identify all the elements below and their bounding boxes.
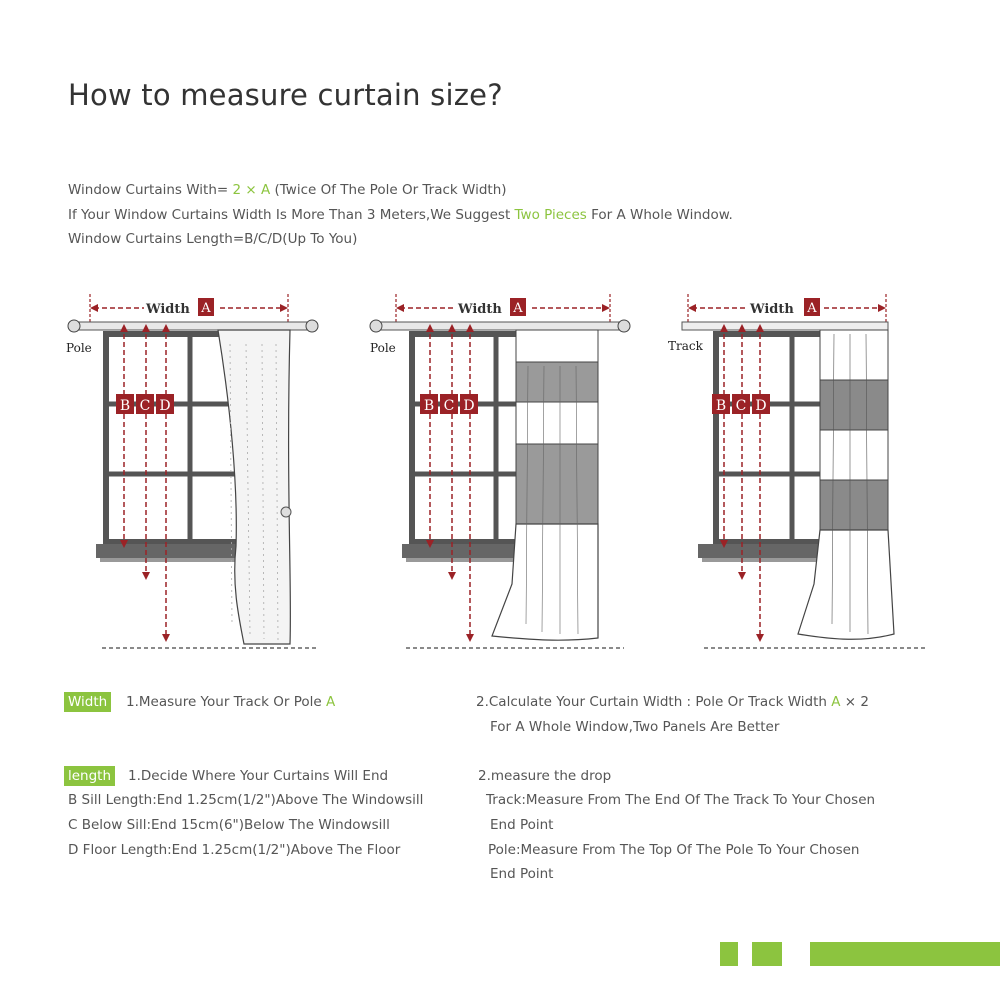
width-step-2-a: A — [831, 694, 841, 710]
c-label: C — [444, 398, 455, 414]
width-label: Width — [749, 302, 794, 317]
width-step-2: 2.Calculate Your Curtain Width : Pole Or… — [476, 694, 869, 710]
intro-line-2-text: If Your Window Curtains Width Is More Th… — [68, 206, 515, 223]
d-label: D — [463, 398, 474, 414]
c-label: C — [736, 398, 747, 414]
track-line-1: Track:Measure From The End Of The Track … — [486, 792, 876, 808]
b-label: B — [120, 398, 130, 414]
diagram-track: Width A Track — [664, 284, 944, 654]
footer-block-small — [720, 942, 738, 966]
intro-line-1-note: (Twice Of The Pole Or Track Width) — [270, 182, 507, 198]
intro-line-3: Window Curtains Length=B/C/D(Up To You) — [68, 231, 358, 247]
intro-line-1: Window Curtains With= 2 × A (Twice Of Th… — [68, 178, 733, 203]
intro-line-2: If Your Window Curtains Width Is More Th… — [68, 203, 733, 228]
width-step-1-text: 1.Measure Your Track Or Pole — [126, 694, 327, 710]
width-label: Width — [145, 302, 190, 317]
b-label: B — [716, 398, 726, 414]
width-step-2-line-2: For A Whole Window,Two Panels Are Better — [490, 719, 780, 735]
width-step-1-a: A — [326, 694, 336, 710]
track-line-2: End Point — [490, 817, 554, 833]
width-badge: Width — [64, 692, 112, 712]
mount-label: Pole — [370, 341, 396, 355]
width-a-label: A — [512, 301, 523, 316]
diagram-pole-2: Width A Pole — [362, 284, 642, 654]
width-a-label: A — [200, 301, 211, 316]
intro-line-1-text: Window Curtains With= — [68, 182, 233, 198]
footer-block-large — [810, 942, 1000, 966]
pole-line-2: End Point — [490, 866, 554, 882]
pole-line-1: Pole:Measure From The Top Of The Pole To… — [488, 842, 860, 858]
width-step-1: 1.Measure Your Track Or Pole A — [126, 694, 335, 710]
intro-text: Window Curtains With= 2 × A (Twice Of Th… — [68, 178, 733, 252]
diagram-row: Width A Pole — [0, 284, 1000, 654]
length-step-2: 2.measure the drop — [478, 768, 612, 784]
diagram-pole-1: Width A Pole — [60, 284, 340, 654]
length-b-line: B Sill Length:End 1.25cm(1/2")Above The … — [68, 792, 424, 808]
width-step-2-suffix: × 2 — [840, 694, 869, 710]
c-label: C — [140, 398, 151, 414]
length-step-1: 1.Decide Where Your Curtains Will End — [128, 768, 389, 784]
length-d-line: D Floor Length:End 1.25cm(1/2")Above The… — [68, 842, 401, 858]
curtain-diagram-2: Width A Pole — [369, 294, 631, 649]
two-pieces-highlight: Two Pieces — [514, 206, 587, 223]
page-title: How to measure curtain size? — [68, 78, 503, 112]
width-label: Width — [457, 302, 502, 317]
mount-label: Track — [668, 339, 704, 353]
width-a-label: A — [806, 301, 817, 316]
curtain-diagram-1: Width A Pole — [66, 294, 319, 649]
curtain-diagram-3: Width A Track — [668, 294, 926, 649]
formula-2xa: 2 × A — [232, 182, 271, 198]
d-label: D — [159, 398, 170, 414]
b-label: B — [424, 398, 434, 414]
footer-block-medium — [752, 942, 782, 966]
intro-line-2-end: For A Whole Window. — [586, 206, 733, 223]
mount-label: Pole — [66, 341, 92, 355]
d-label: D — [755, 398, 766, 414]
width-step-2-text: 2.Calculate Your Curtain Width : Pole Or… — [476, 694, 832, 710]
length-c-line: C Below Sill:End 15cm(6")Below The Windo… — [68, 817, 390, 833]
length-badge: length — [64, 766, 116, 786]
